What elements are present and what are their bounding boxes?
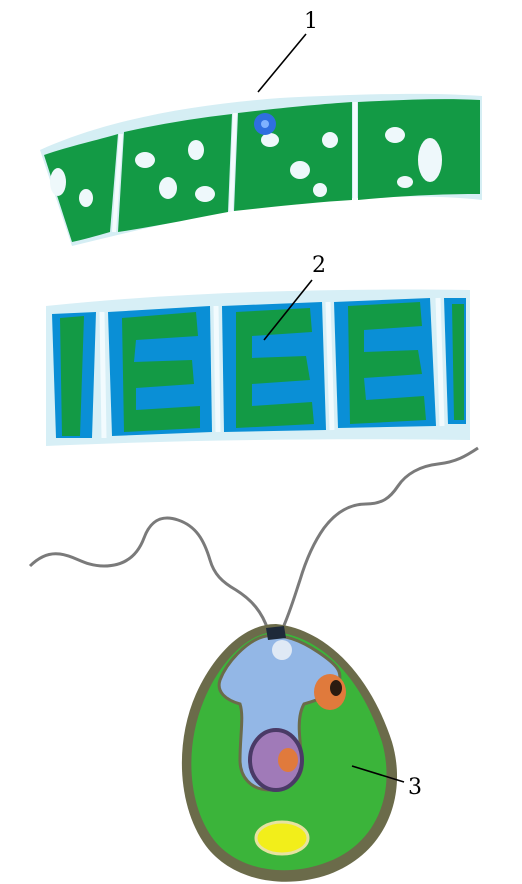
filament-alga-2 [46, 290, 470, 446]
starch-grain [256, 822, 308, 854]
filament-1-cell-c [234, 102, 352, 211]
flagellum-right [282, 448, 478, 630]
label-2: 2 [312, 253, 326, 278]
label-3: 3 [408, 775, 422, 800]
filament-1-cell-d [358, 99, 480, 200]
label-1-leader [258, 34, 306, 92]
label-1-callout: 1 [258, 9, 318, 92]
filament-1-cell-b [118, 114, 232, 232]
stigma [314, 674, 346, 710]
flagellum-left [30, 518, 268, 630]
flagellate-cell [30, 448, 478, 882]
basal-body [266, 626, 286, 640]
nucleolus [278, 748, 298, 772]
contractile-vacuole [272, 640, 292, 660]
label-1: 1 [304, 9, 318, 34]
filament-alga-1 [40, 94, 482, 246]
